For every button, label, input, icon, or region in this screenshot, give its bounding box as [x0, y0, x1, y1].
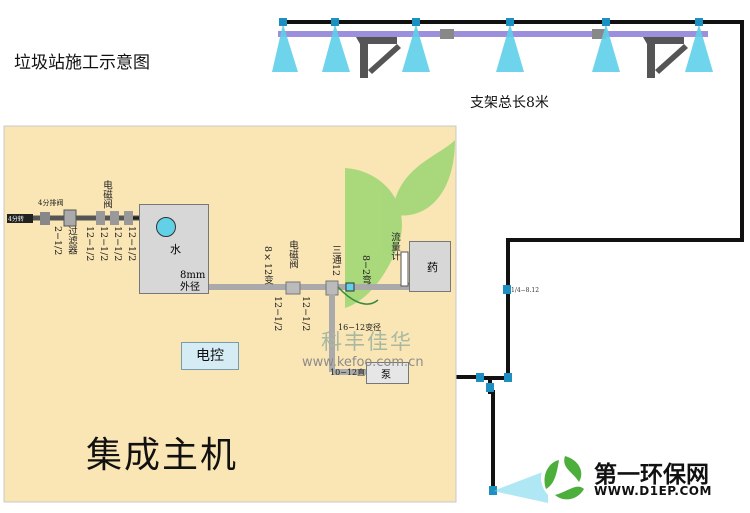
host-label: 集成主机 [86, 435, 239, 476]
medicine-tank [409, 241, 451, 292]
pump-label: 泵 [381, 370, 391, 381]
bracket-length-label: 支架总长8米 [470, 95, 549, 111]
tee-fitting [325, 280, 339, 296]
valve-fitting [40, 212, 50, 225]
thread-label-0: 2−1/2 [52, 226, 63, 256]
tee-label: 三通12 [330, 245, 341, 277]
medicine-label: 药 [427, 261, 438, 274]
outer-diameter-label: 8mm 外径 [180, 270, 206, 293]
elbow-label: 8−2弯 [360, 255, 371, 285]
support-bracket [356, 37, 397, 78]
flowmeter [400, 251, 409, 287]
flowmeter-label: 流量计 [389, 232, 400, 261]
rail-coupling [592, 29, 606, 39]
pump [366, 362, 409, 384]
inlet-fitting [7, 214, 33, 223]
water-label: 水 [170, 243, 181, 256]
solenoid-mid-fitting [285, 281, 301, 295]
solenoid-left-label: 电磁阀 [101, 180, 112, 209]
thread-label-3: 12−1/2 [112, 226, 123, 262]
drain-valve-label: 4分排阀 [38, 199, 64, 207]
control-box: 电控 [181, 342, 239, 370]
logo-mark [541, 454, 589, 502]
quarter-label: 4分转 [8, 216, 24, 223]
water-tank [139, 204, 209, 294]
tube-16-label: 16−12变径 [338, 323, 382, 332]
spray-nozzle [272, 24, 298, 72]
watermark-text: 科丰佳华 [321, 330, 413, 354]
support-bracket [643, 37, 684, 78]
leaf-watermark [345, 140, 455, 308]
spray-nozzle [402, 24, 430, 72]
spray-nozzle [592, 24, 620, 72]
spray-nozzle [496, 24, 524, 72]
watermark-url: www.kefoo.com.cn [302, 355, 424, 370]
logo-url: WWW.D1EP.COM [594, 484, 712, 498]
spray-rail [278, 31, 708, 37]
spray-nozzle [322, 24, 350, 72]
spray-nozzle [685, 24, 713, 72]
thread-label-4: 12−1/2 [126, 226, 137, 262]
down-pipe [488, 378, 495, 490]
logo-text: 第一环保网 [594, 462, 709, 488]
mid-thread-label: 12−1/2 [272, 296, 283, 332]
mid-thread-label-2: 12−1/2 [300, 296, 311, 332]
page-title: 垃圾站施工示意图 [14, 53, 150, 73]
support-bracket-brace [368, 44, 401, 74]
right-small-label: 1/4−8.12 [511, 287, 540, 294]
solenoid-fitting [96, 211, 105, 225]
water-level-indicator [156, 217, 176, 237]
support-bracket-brace [655, 44, 688, 74]
thread-label-2: 12−1/2 [98, 226, 109, 262]
solenoid-mid-label: 电磁阀 [287, 240, 298, 269]
reducer-label: 8×12变 [262, 246, 273, 285]
bottom-spray [493, 470, 548, 503]
tube-10-label: 10−12直 [330, 368, 366, 377]
filter-label: 过滤器 [66, 226, 77, 255]
feed-pipe [480, 20, 744, 380]
thread-label-1: 12−1/2 [84, 226, 95, 262]
filter-fitting [63, 209, 77, 227]
rail-coupling [440, 29, 454, 39]
